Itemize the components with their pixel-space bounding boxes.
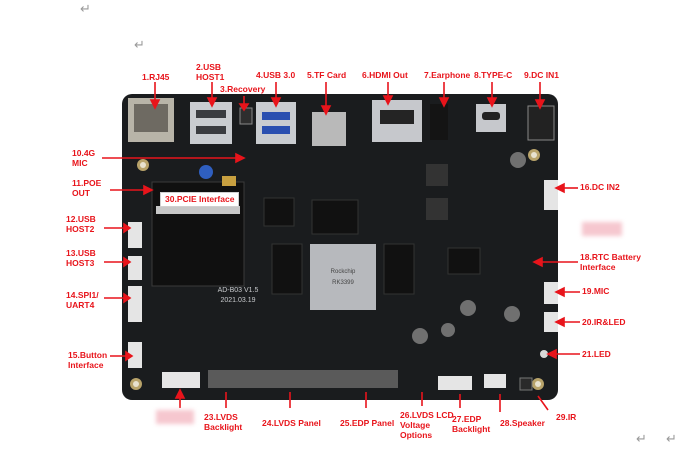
emmc-chip xyxy=(263,197,295,227)
return-mark: ↵ xyxy=(134,37,145,52)
ram-chip xyxy=(311,199,359,235)
ir-led-connector xyxy=(544,312,558,332)
label-dc-in1: 9.DC IN1 xyxy=(524,70,559,80)
led xyxy=(540,350,548,358)
silk-model: AD-B03 V1.5 xyxy=(218,287,259,294)
capacitor xyxy=(412,328,428,344)
return-mark: ↵ xyxy=(636,431,647,446)
earphone-jack xyxy=(430,104,448,140)
label-ir-led: 20.IR&LED xyxy=(582,317,626,327)
button-connector xyxy=(128,342,142,368)
recovery-button xyxy=(239,107,253,125)
lvds-backlight-connector xyxy=(162,372,200,388)
label-type-c: 8.TYPE-C xyxy=(474,70,513,80)
capacitor xyxy=(441,323,455,337)
capacitor xyxy=(510,152,526,168)
label-led: 21.LED xyxy=(582,349,611,359)
redacted-area xyxy=(156,410,194,424)
label-recovery: 3.Recovery xyxy=(220,84,266,94)
capacitor xyxy=(504,306,520,322)
usb-host1-connector xyxy=(190,102,232,144)
mic-connector xyxy=(544,282,558,304)
usb-host3-connector xyxy=(128,256,142,280)
chip-model: RK3399 xyxy=(332,280,354,286)
return-mark: ↵ xyxy=(80,1,91,16)
silk-date: 2021.03.19 xyxy=(220,297,255,304)
usb-host2-connector xyxy=(128,222,142,248)
label-tf-card: 5.TF Card xyxy=(307,70,347,80)
soc-chip xyxy=(310,244,376,310)
component xyxy=(222,176,236,186)
chip-brand: Rockchip xyxy=(331,269,356,275)
label-hdmi-out: 6.HDMI Out xyxy=(362,70,408,80)
label-pcie-interface: 30.PCIE Interface xyxy=(160,192,240,207)
label-ir: 29.IR xyxy=(556,412,577,422)
label-speaker: 28.Speaker xyxy=(500,418,545,428)
dc-in1-jack xyxy=(527,105,555,141)
usb3-connector xyxy=(256,102,296,144)
return-mark: ↵ xyxy=(666,431,677,446)
dc-in2-connector xyxy=(544,180,558,210)
edp-panel-connector xyxy=(288,370,398,388)
ram-chip xyxy=(271,243,303,295)
label-rj45: 1.RJ45 xyxy=(142,72,170,82)
edp-backlight-connector xyxy=(438,376,472,390)
ir-receiver xyxy=(519,377,533,391)
spi-uart-connector xyxy=(128,286,142,322)
label-mic: 19.MIC xyxy=(582,286,610,296)
label-usb3: 4.USB 3.0 xyxy=(256,70,296,80)
redacted-area xyxy=(582,222,622,236)
capacitor xyxy=(460,300,476,316)
inductor xyxy=(426,198,448,220)
label-lvds-panel: 24.LVDS Panel xyxy=(262,418,321,428)
pointer-arrows xyxy=(102,82,580,412)
inductor xyxy=(426,164,448,186)
lvds-panel-connector xyxy=(208,370,288,388)
ic-chip xyxy=(447,247,481,275)
speaker-connector xyxy=(484,374,506,388)
label-edp-panel: 25.EDP Panel xyxy=(340,418,395,428)
label-earphone: 7.Earphone xyxy=(424,70,471,80)
capacitor xyxy=(199,165,213,179)
label-spi-uart: 14.SPI1/UART4 xyxy=(66,290,99,310)
label-dc-in2: 16.DC IN2 xyxy=(580,182,620,192)
tf-card-slot xyxy=(312,112,346,146)
ram-chip xyxy=(383,243,415,295)
